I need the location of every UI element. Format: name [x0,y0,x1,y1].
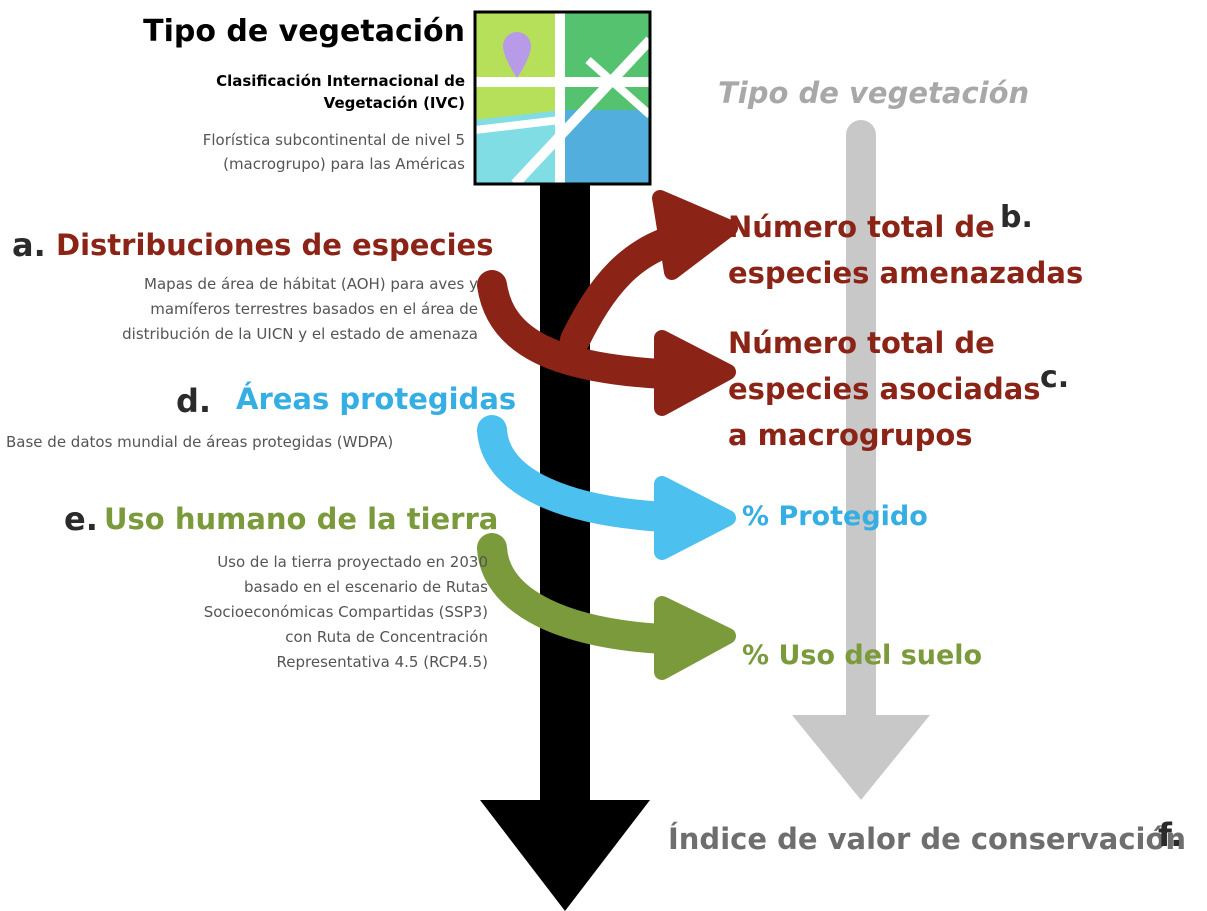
ivc-desc-line2: (macrogrupo) para las Américas [223,155,465,173]
e-desc-line4: con Ruta de Concentración [285,628,488,646]
human-land-use-description: Uso de la tierra proyectado en 2030 basa… [140,550,488,675]
threatened-species-output: Número total de especies amenazadas [728,204,1083,296]
vegetation-type-title: Tipo de vegetación [143,14,465,49]
label-e: e. [64,500,98,538]
map-icon [473,10,654,188]
ivc-title-line2: Vegetación (IVC) [323,94,465,112]
label-c: c. [1040,360,1070,395]
e-desc-line3: Socioeconómicas Compartidas (SSP3) [203,603,488,621]
protected-percent-output: % Protegido [742,501,928,532]
protected-areas-description: Base de datos mundial de áreas protegida… [6,433,394,451]
a-desc-line1: Mapas de área de hábitat (AOH) para aves… [144,275,478,293]
protected-areas-title: Áreas protegidas [236,382,517,416]
label-d: d. [176,382,212,420]
blue-arrow [477,415,736,560]
e-desc-line1: Uso de la tierra proyectado en 2030 [217,553,488,571]
species-distribution-title: Distribuciones de especies [56,228,494,262]
label-f: f. [1158,816,1183,854]
c-line3: a macrogrupos [728,418,973,452]
ivc-title: Clasificación Internacional de Vegetació… [120,70,465,114]
e-desc-line2: basado en el escenario de Rutas [243,578,488,596]
e-desc-line5: Representativa 4.5 (RCP4.5) [276,653,488,671]
green-arrow [477,533,736,680]
associated-species-output: Número total de especies asociadas a mac… [728,320,1041,458]
location-pin-icon [503,32,531,78]
c-line2: especies asociadas [728,372,1041,406]
vegetation-type-output-header: Tipo de vegetación [718,76,1030,110]
ivc-desc-line1: Florística subcontinental de nivel 5 [202,131,465,149]
human-land-use-title: Uso humano de la tierra [104,502,499,536]
gray-arrow [792,120,930,800]
b-line1: Número total de [728,210,995,244]
species-distribution-description: Mapas de área de hábitat (AOH) para aves… [20,272,478,347]
label-a: a. [12,226,46,264]
b-line2: especies amenazadas [728,256,1084,290]
c-line1: Número total de [728,326,995,360]
label-b: b. [1000,200,1033,235]
conservation-value-index: Índice de valor de conservación [668,822,1187,856]
ivc-description: Florística subcontinental de nivel 5 (ma… [120,128,465,176]
red-arrow-c [477,270,736,416]
a-desc-line2: mamíferos terrestres basados en el área … [150,300,478,318]
ivc-title-line1: Clasificación Internacional de [216,72,465,90]
land-use-percent-output: % Uso del suelo [742,640,983,671]
a-desc-line3: distribución de la UICN y el estado de a… [122,325,478,343]
red-arrow-b [560,190,738,355]
